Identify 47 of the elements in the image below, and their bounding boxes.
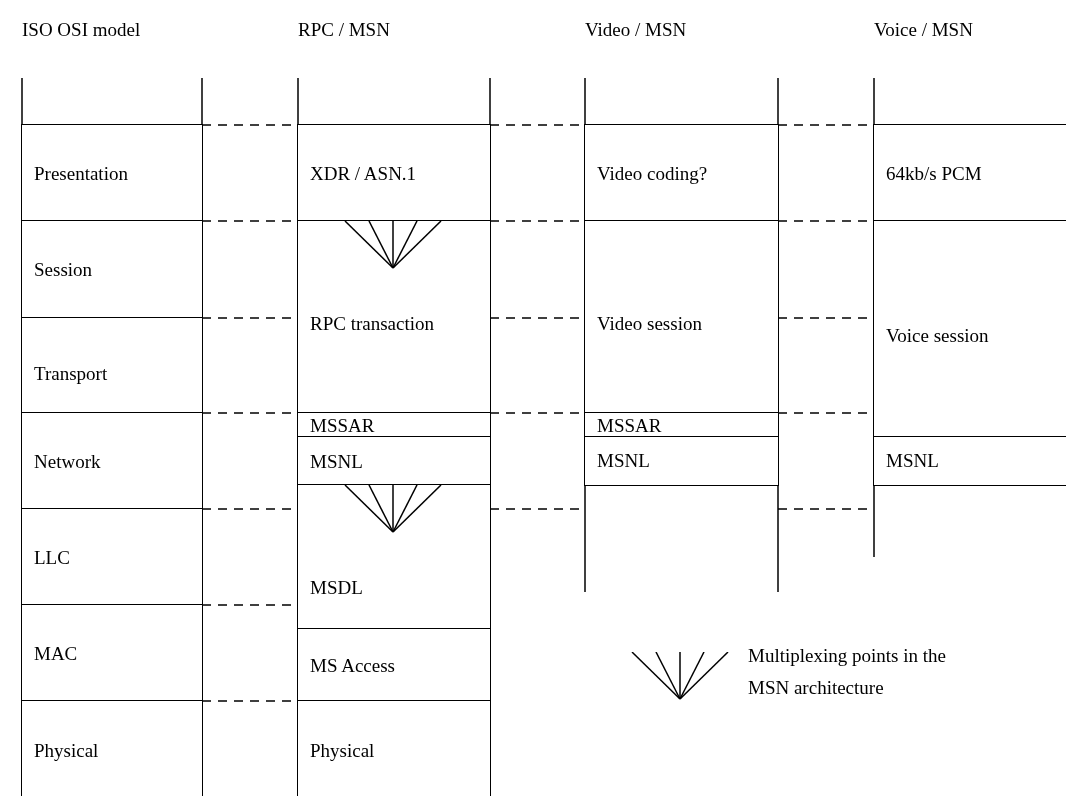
layer-box xyxy=(21,508,203,606)
layer-name: MSNL xyxy=(886,449,939,473)
layer-name: XDR / ASN.1 xyxy=(310,161,417,186)
column-heading: Voice / MSN xyxy=(874,18,973,42)
column-heading: ISO OSI model xyxy=(22,18,141,42)
layer-box xyxy=(297,124,491,222)
layer-name: MAC xyxy=(34,641,78,666)
layer-name: 64kb/s PCM xyxy=(886,161,982,186)
layer-name: MSNL xyxy=(597,449,650,473)
layer-box xyxy=(297,700,491,796)
column-heading: RPC / MSN xyxy=(298,18,390,42)
layer-name: LLC xyxy=(34,545,70,570)
layer-name: Video coding? xyxy=(597,161,708,186)
layer-name: Presentation xyxy=(34,161,128,186)
layer-name: Video session xyxy=(597,312,702,336)
layer-name: Physical xyxy=(310,739,375,763)
layer-box xyxy=(873,436,1066,486)
layer-name: MSSAR xyxy=(310,413,375,438)
layer-box xyxy=(297,484,491,630)
layer-box xyxy=(297,412,491,438)
layer-box xyxy=(584,436,779,486)
layer-name: Physical xyxy=(34,739,99,763)
layer-box xyxy=(584,124,779,222)
layer-name: MS Access xyxy=(310,653,395,678)
layer-box xyxy=(21,124,203,222)
layer-name: MSDL xyxy=(310,575,363,600)
column-heading: Video / MSN xyxy=(585,18,687,42)
layer-name: MSNL xyxy=(310,449,363,474)
layer-name: Transport xyxy=(34,362,108,386)
layer-box xyxy=(297,436,491,486)
layer-box xyxy=(873,124,1066,222)
layer-box xyxy=(297,628,491,702)
layer-box xyxy=(21,412,203,510)
layer-box xyxy=(584,412,779,438)
layer-name: MSSAR xyxy=(597,413,662,438)
legend-text: Multiplexing points in the MSN architecture xyxy=(748,644,947,700)
layer-box xyxy=(584,220,779,414)
layer-name: Session xyxy=(34,258,93,282)
layer-box xyxy=(21,604,203,702)
layer-box xyxy=(21,317,203,414)
layer-name: Voice session xyxy=(886,324,989,348)
layer-box xyxy=(297,220,491,414)
layer-box xyxy=(21,220,203,319)
layer-box xyxy=(873,220,1066,438)
layer-name: Network xyxy=(34,449,101,474)
layer-box xyxy=(21,700,203,796)
layer-name: RPC transaction xyxy=(310,312,435,336)
